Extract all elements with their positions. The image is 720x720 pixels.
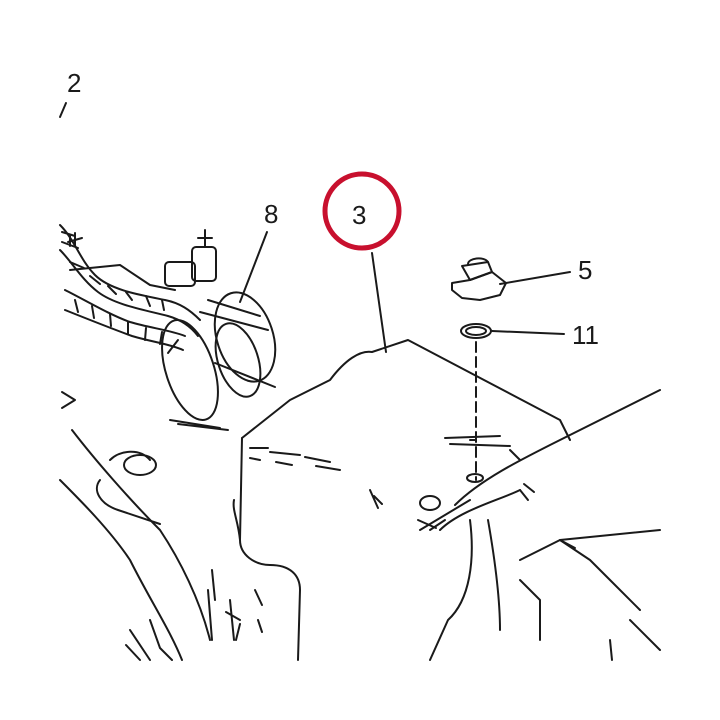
callout-part-3: 3 xyxy=(352,200,367,230)
left-body-outline xyxy=(59,429,211,661)
arrow-mark xyxy=(61,391,76,409)
leader-line-part-11 xyxy=(491,330,565,335)
seal-ring-part-11 xyxy=(460,323,492,339)
wiring-harness xyxy=(59,224,217,351)
callout-part-2: 2 xyxy=(67,68,82,98)
highlight-ring xyxy=(322,171,402,251)
leader-line-part-5 xyxy=(499,271,571,285)
sleeve-ring-part-8 xyxy=(161,291,277,431)
leader-line-part-3 xyxy=(371,252,387,353)
mount-hole xyxy=(466,473,484,483)
callout-part-8: 8 xyxy=(264,199,279,229)
callout-part-5: 5 xyxy=(578,255,593,285)
side-frame xyxy=(419,389,661,661)
callout-part-11: 11 xyxy=(572,320,599,350)
housing-part-3 xyxy=(207,339,571,661)
cap-part-5 xyxy=(451,257,507,301)
leader-line-part-2 xyxy=(59,102,67,118)
leader-line-part-8 xyxy=(239,231,268,303)
